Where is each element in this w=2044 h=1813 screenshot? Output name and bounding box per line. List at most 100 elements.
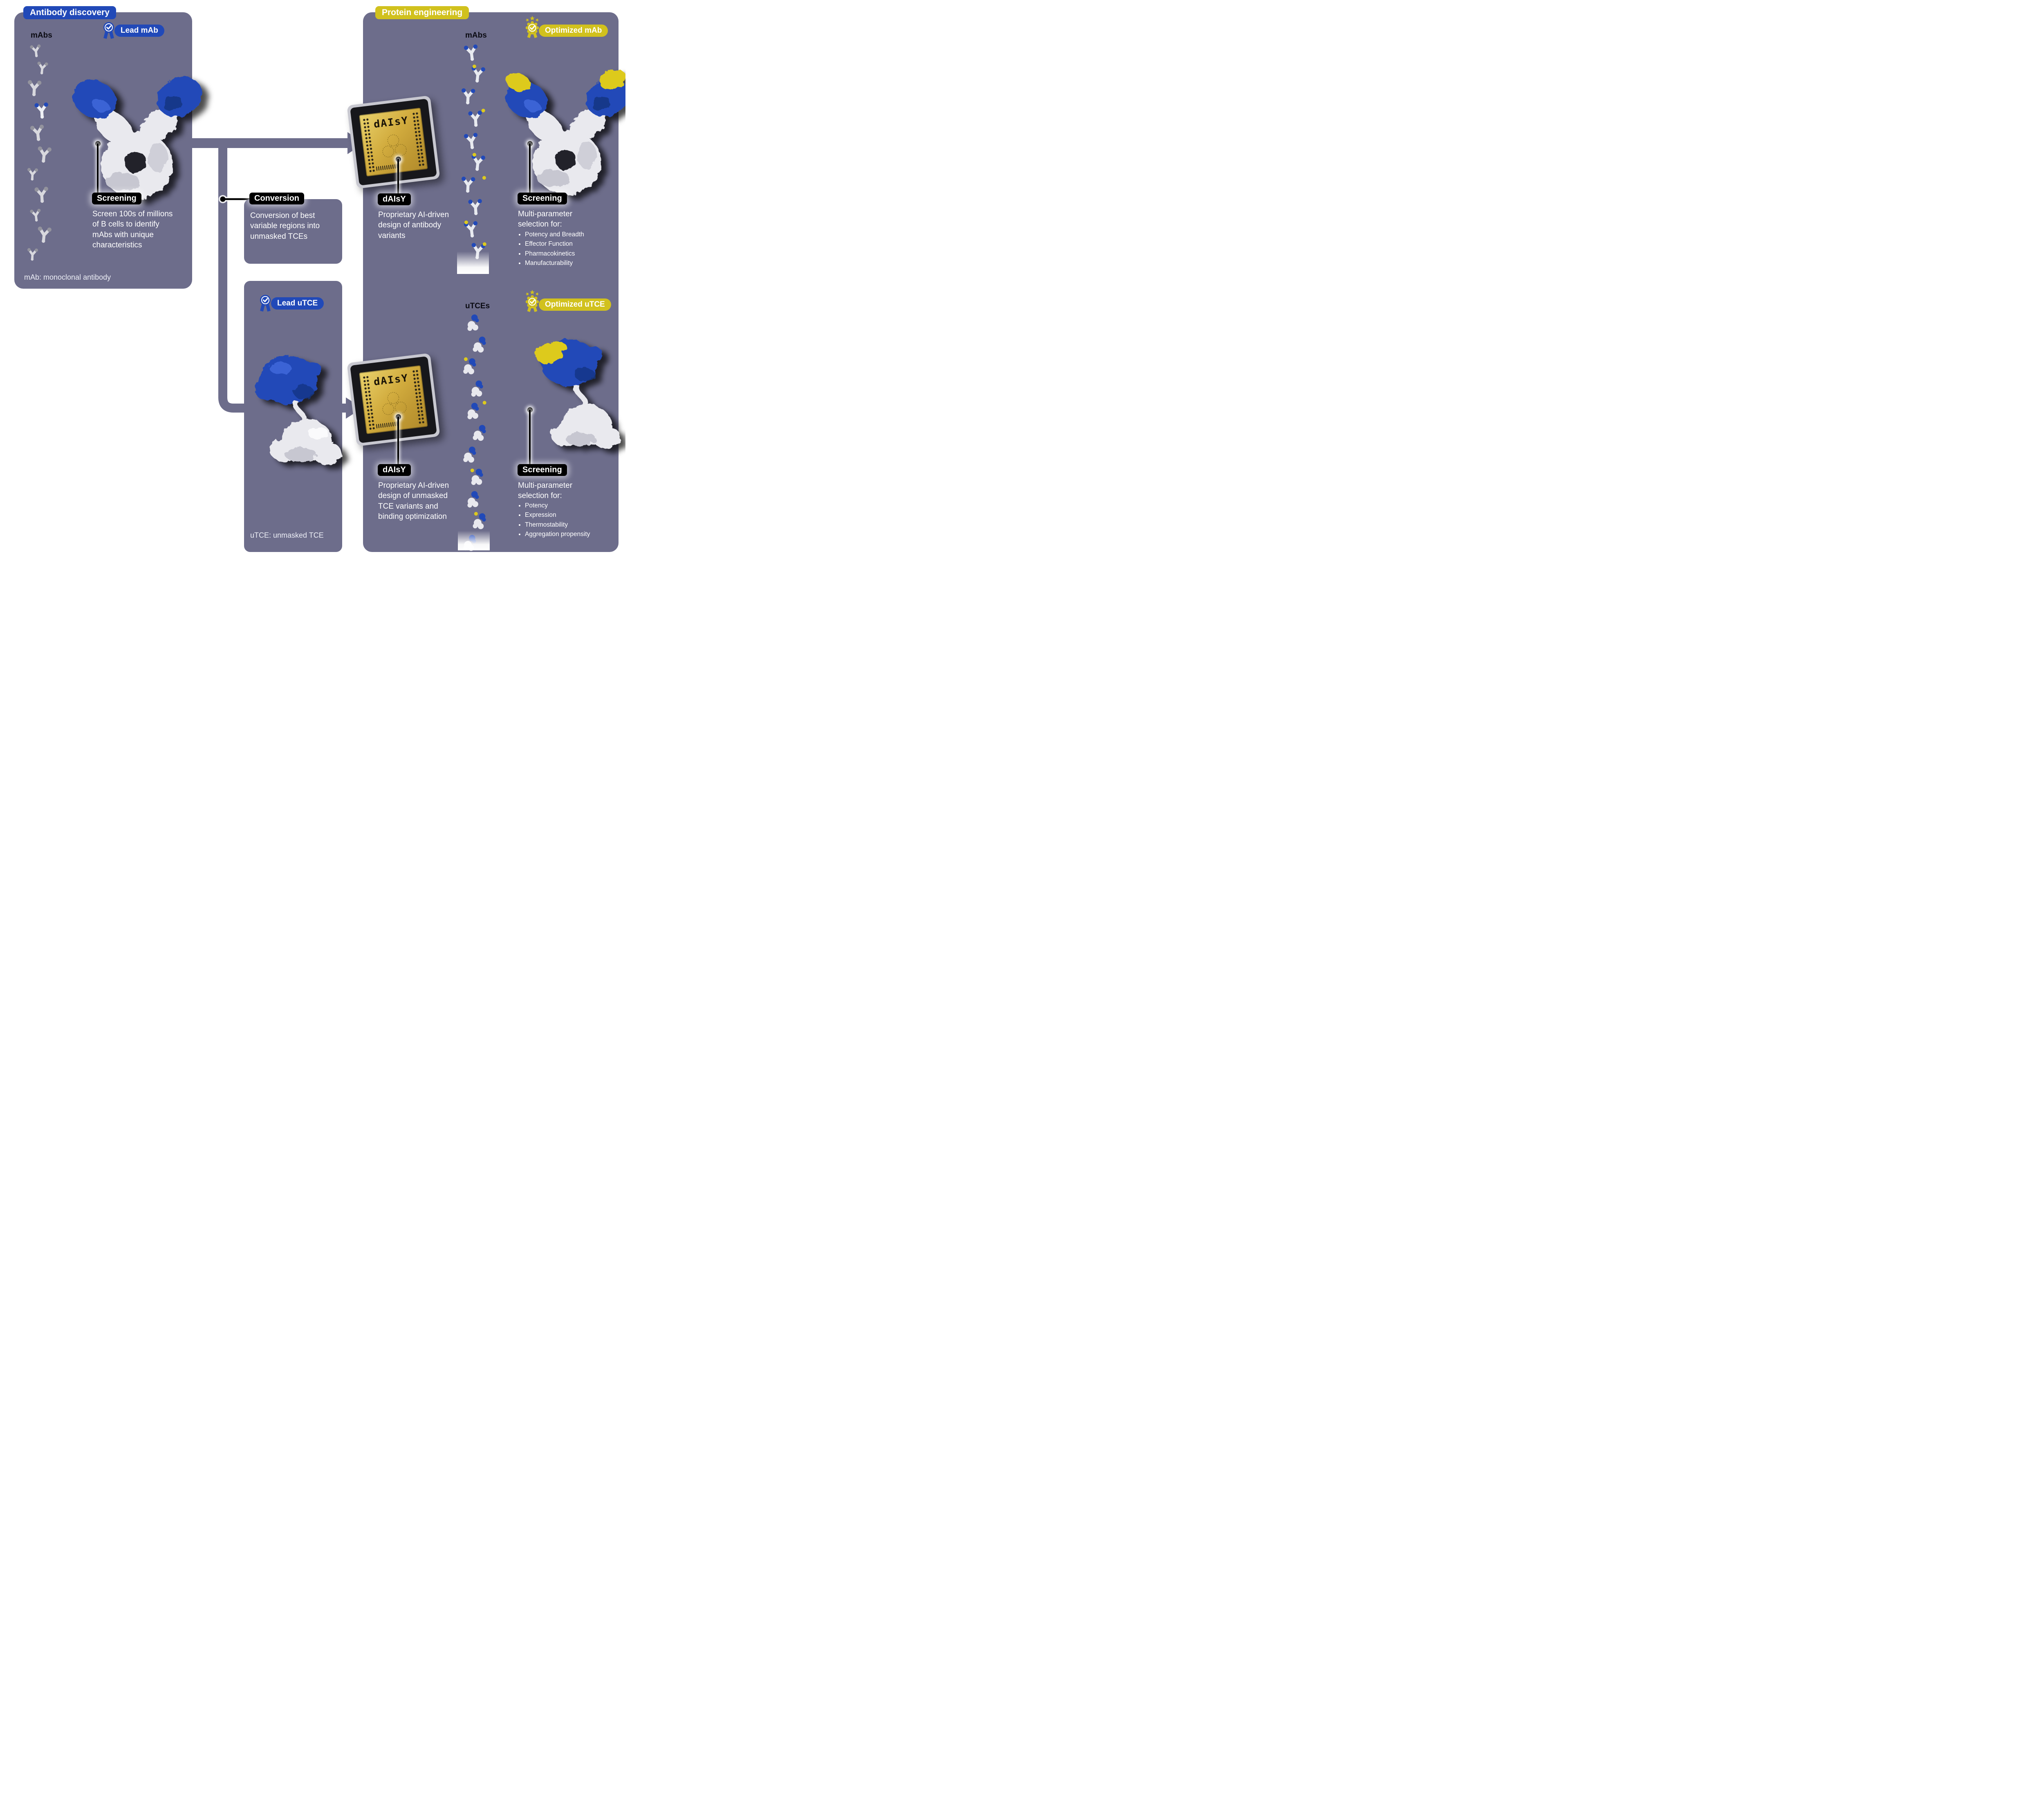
screening-label: Screening — [92, 193, 141, 204]
optimized-mab-badge: Optimized mAb — [524, 16, 608, 38]
screening-label: Screening — [518, 193, 567, 204]
chip-frame: dAIsY — [347, 353, 440, 447]
screening-label: Screening — [518, 464, 567, 476]
chip-frame: dAIsY — [347, 95, 440, 189]
mab-criteria-list: Potency and Breadth Effector Function Ph… — [518, 231, 617, 269]
utce-variant-icon — [461, 357, 489, 377]
antibody-variant-icon — [462, 130, 487, 151]
screening-callout-line — [529, 410, 531, 465]
protein-engineering-header: Protein engineering — [375, 6, 469, 19]
antibody-icon — [25, 246, 53, 262]
antibody-variant-icon — [466, 196, 487, 216]
criteria-item: Manufacturability — [525, 259, 617, 267]
daisy-callout-line — [397, 159, 399, 194]
optimized-utce-badge: Optimized uTCE — [524, 289, 611, 312]
lead-utce-structure — [255, 355, 342, 465]
mabs-column-label: mAbs — [465, 31, 487, 40]
utce-variant-icon — [463, 312, 489, 334]
daisy-callout-line — [397, 417, 399, 465]
antibody-icon-lead — [32, 100, 53, 120]
criteria-item: Potency — [525, 502, 617, 510]
conversion-label: Conversion — [249, 193, 305, 204]
antibody-variant-icon — [462, 218, 487, 240]
antibody-icon — [28, 41, 54, 59]
utce-variant-icon — [461, 445, 489, 465]
column-fade — [457, 251, 489, 274]
antibody-variant-icon — [468, 152, 488, 173]
antibody-icon — [35, 144, 54, 164]
optimized-utce-structure — [535, 339, 621, 449]
optimized-utce-badge-label: Optimized uTCE — [539, 298, 611, 311]
daisy-label: dAIsY — [378, 464, 411, 476]
column-fade — [458, 531, 490, 550]
optimized-mab-badge-label: Optimized mAb — [539, 25, 608, 37]
chip-antibody-pattern-icon — [382, 392, 407, 415]
daisy-chip: dAIsY — [347, 95, 440, 189]
lead-utce-panel: Lead uTCE uTCE: unmasked TCE — [244, 281, 342, 552]
utce-variants-icon-column — [460, 313, 488, 555]
daisy-description: Proprietary AI-driven design of unmasked… — [378, 481, 449, 521]
criteria-item: Expression — [525, 511, 617, 519]
antibody-discovery-panel: Antibody discovery mAbs Lead mAb — [14, 6, 202, 289]
antibody-icon — [32, 184, 53, 204]
antibody-icon — [35, 224, 54, 245]
mabs-column-label: mAbs — [31, 31, 52, 40]
conversion-connector-dot — [220, 196, 226, 202]
antibody-icon — [25, 78, 53, 98]
chip-body: dAIsY — [350, 356, 437, 443]
conversion-panel: Conversion Conversion of best variable r… — [244, 193, 342, 264]
flow-arrow-branch-shaft — [218, 139, 346, 413]
award-ribbon-icon — [260, 295, 271, 312]
antibody-icon — [28, 121, 54, 143]
utce-criteria-list: Potency Expression Thermostability Aggre… — [518, 502, 617, 540]
utce-variant-icon — [468, 379, 489, 399]
criteria-item: Potency and Breadth — [525, 231, 617, 239]
mab-footnote: mAb: monoclonal antibody — [24, 273, 111, 281]
mab-variants-icon-column — [459, 43, 486, 263]
antibody-variant-icon — [459, 86, 487, 106]
lead-mab-structure — [73, 77, 202, 199]
criteria-item: Aggregation propensity — [525, 530, 617, 539]
antibody-variant-icon — [462, 41, 487, 63]
lead-utce-badge-label: Lead uTCE — [271, 297, 324, 310]
antibody-discovery-header: Antibody discovery — [23, 6, 116, 19]
lead-mab-badge: Lead mAb — [101, 22, 164, 39]
daisy-description: Proprietary AI-driven design of antibody… — [378, 211, 449, 240]
utce-variant-icon — [470, 423, 489, 443]
daisy-chip: dAIsY — [347, 353, 440, 447]
chip-core: dAIsY — [359, 365, 428, 434]
utces-column-label: uTCEs — [465, 302, 490, 310]
criteria-item: Thermostability — [525, 521, 617, 529]
antibody-variant-icon — [466, 108, 487, 128]
antibody-icon — [35, 60, 54, 76]
antibody-variant-icon — [468, 64, 488, 84]
screening-callout-line — [97, 144, 99, 193]
chip-core: dAIsY — [359, 108, 428, 177]
antibody-variant-icon — [459, 174, 487, 194]
rosette-stars-icon — [525, 16, 540, 38]
criteria-item: Pharmacokinetics — [525, 250, 617, 258]
chip-body: dAIsY — [350, 99, 437, 186]
utce-variant-icon — [463, 400, 489, 422]
chip-antibody-pattern-icon — [382, 134, 407, 157]
rosette-stars-icon — [525, 289, 540, 312]
conversion-description: Conversion of best variable regions into… — [250, 211, 320, 241]
utce-footnote: uTCE: unmasked TCE — [250, 531, 324, 539]
lead-mab-badge-label: Lead mAb — [114, 25, 164, 37]
screening-description: Screen 100s of millions of B cells to id… — [92, 210, 173, 249]
chip-label: dAIsY — [373, 114, 409, 130]
criteria-item: Effector Function — [525, 240, 617, 248]
screening-callout-line — [529, 144, 531, 193]
utce-variant-icon — [463, 489, 489, 510]
award-ribbon-icon — [103, 22, 114, 39]
utce-variant-icon — [470, 511, 489, 532]
lead-utce-badge: Lead uTCE — [258, 295, 324, 312]
protein-engineering-panel: Protein engineering dAIsY — [347, 6, 625, 555]
screening-intro: Multi-parameter selection for: — [518, 481, 573, 500]
optimized-mab-structure — [505, 70, 625, 195]
mabs-icon-column — [25, 43, 53, 265]
antibody-icon — [28, 206, 54, 223]
utce-variant-icon — [468, 467, 489, 487]
antibody-icon — [25, 166, 53, 182]
daisy-label: dAIsY — [378, 193, 411, 205]
